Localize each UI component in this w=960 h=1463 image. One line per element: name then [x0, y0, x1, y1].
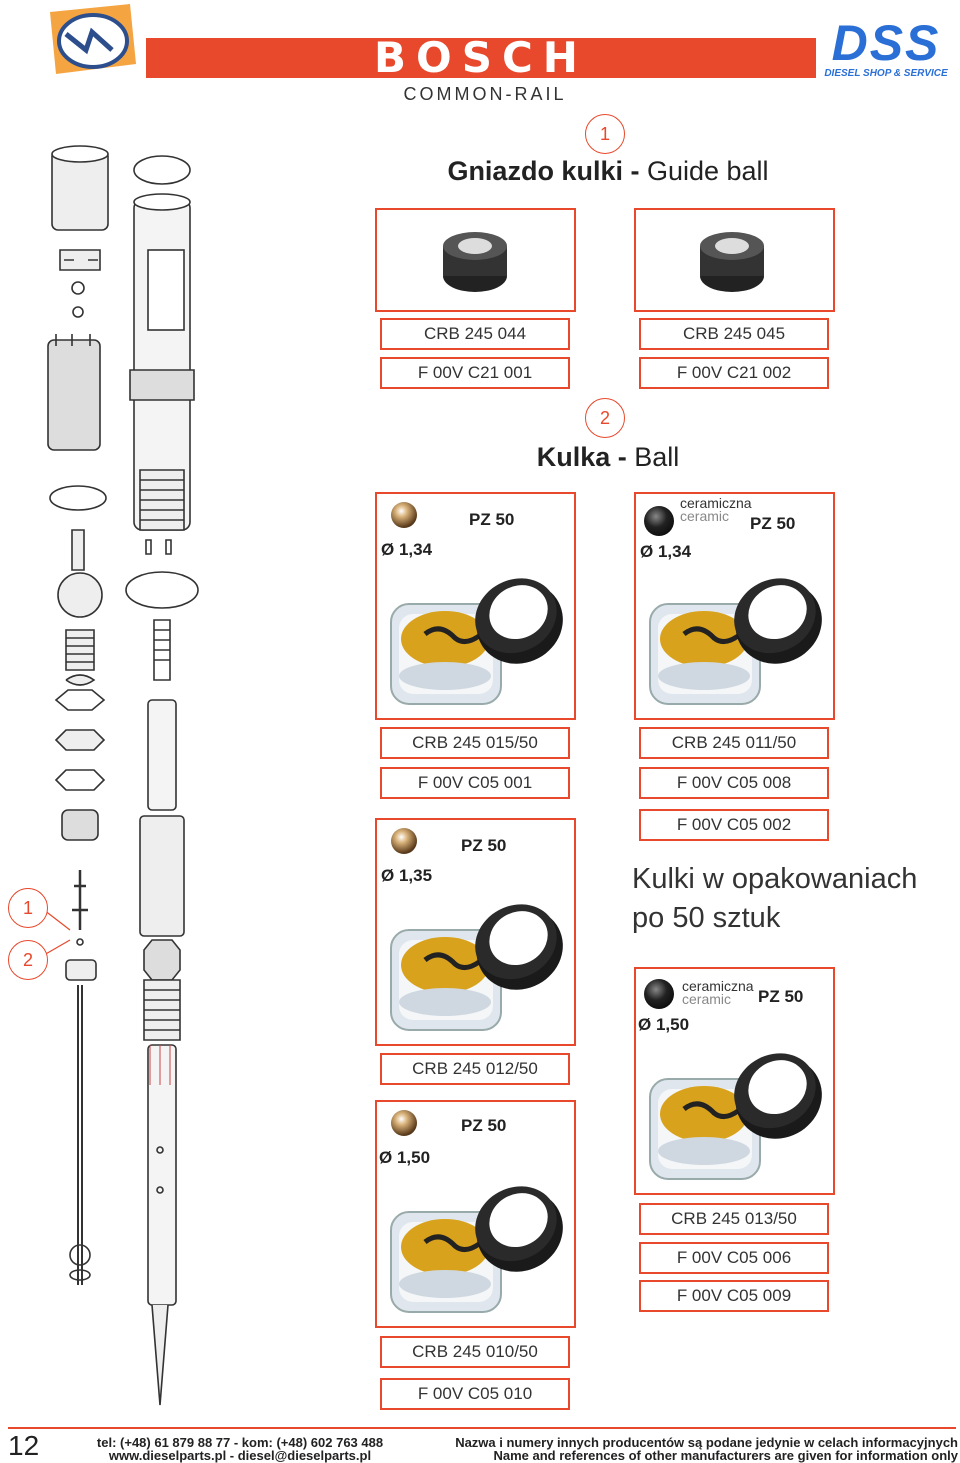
part-code: CRB 245 012/50: [380, 1053, 570, 1085]
packaging-note-line2: po 50 sztuk: [632, 902, 781, 934]
footer-phone: tel: (+48) 61 879 88 77 - kom: (+48) 602…: [96, 1435, 384, 1450]
part-code: CRB 245 015/50: [380, 727, 570, 759]
ball-jar-image: [385, 564, 565, 719]
packaging-note-line1: Kulki w opakowaniach: [632, 863, 918, 895]
ball-diameter: Ø 1,50: [379, 1148, 431, 1167]
dss-logo-text: DSS: [831, 15, 941, 71]
manufacturer-logo: [46, 4, 140, 78]
ball-diameter: Ø 1,35: [381, 866, 433, 885]
ceramic-ball-icon: [644, 979, 674, 1009]
diagram-callout-2: 2: [8, 940, 48, 980]
part-code: CRB 245 010/50: [380, 1336, 570, 1368]
product-image-box: [634, 208, 835, 312]
part-code: CRB 245 045: [639, 318, 829, 350]
footer-web: www.dieselparts.pl - diesel@dieselparts.…: [108, 1448, 372, 1463]
section-number: 1: [585, 114, 625, 154]
part-code: F 00V C21 002: [639, 357, 829, 389]
product-image-box: ceramiczna ceramic PZ 50 Ø 1,34: [634, 492, 835, 720]
part-code: F 00V C05 002: [639, 809, 829, 841]
footer-contact: tel: (+48) 61 879 88 77 - kom: (+48) 602…: [90, 1436, 390, 1462]
section-title-pl: Kulka -: [536, 442, 627, 472]
ball-icon: [391, 502, 417, 528]
part-code: CRB 245 011/50: [639, 727, 829, 759]
ball-jar-image: [644, 564, 824, 719]
dss-logo: DSS DIESEL SHOP & SERVICE: [820, 18, 952, 80]
section-title-pl: Gniazdo kulki -: [447, 156, 640, 186]
section-title-en: Ball: [626, 442, 680, 472]
product-image-box: Ø 1,35 PZ 50: [375, 818, 576, 1046]
footer-divider: [8, 1427, 956, 1429]
part-code: F 00V C21 001: [380, 357, 570, 389]
part-code: F 00V C05 010: [380, 1378, 570, 1410]
dss-tagline: DIESEL SHOP & SERVICE: [824, 68, 948, 79]
disclaimer-en: Name and references of other manufacture…: [493, 1448, 958, 1463]
injector-exploded-diagram: [0, 140, 230, 1420]
ball-jar-image: [385, 890, 565, 1045]
product-image-box: Ø 1,50 PZ 50: [375, 1100, 576, 1328]
section-title: Kulka - Ball: [380, 442, 836, 473]
ball-jar-image: [385, 1172, 565, 1327]
packaging-note: Kulki w opakowaniach po 50 sztuk: [632, 860, 952, 938]
page-number: 12: [8, 1430, 40, 1461]
ball-icon: [391, 828, 417, 854]
ceramic-ball-icon: [644, 506, 674, 536]
part-code: F 00V C05 001: [380, 767, 570, 799]
part-code: F 00V C05 009: [639, 1280, 829, 1312]
ceramic-label-pl: ceramiczna: [680, 495, 752, 511]
part-code: F 00V C05 008: [639, 767, 829, 799]
ceramic-label-en: ceramic: [680, 508, 730, 524]
part-code: CRB 245 013/50: [639, 1203, 829, 1235]
ball-icon: [391, 1110, 417, 1136]
pack-quantity: PZ 50: [758, 987, 804, 1006]
footer-disclaimer: Nazwa i numery innych producentów są pod…: [440, 1436, 958, 1462]
product-image-box: ceramiczna ceramic PZ 50 Ø 1,50: [634, 967, 835, 1195]
pack-quantity: PZ 50: [469, 510, 515, 529]
ceramic-label-en: ceramic: [682, 991, 732, 1007]
part-code: F 00V C05 006: [639, 1242, 829, 1274]
header-bar: [146, 38, 816, 78]
ball-diameter: Ø 1,34: [381, 540, 433, 559]
product-image-box: [375, 208, 576, 312]
product-image-box: Ø 1,34 PZ 50: [375, 492, 576, 720]
section-number: 2: [585, 398, 625, 438]
ball-jar-image: [644, 1039, 824, 1194]
ceramic-label-pl: ceramiczna: [682, 978, 754, 994]
section-title-en: Guide ball: [639, 156, 769, 186]
diagram-callout-1: 1: [8, 888, 48, 928]
brand-subtitle: COMMON-RAIL: [403, 84, 567, 104]
part-code: CRB 245 044: [380, 318, 570, 350]
disclaimer-pl: Nazwa i numery innych producentów są pod…: [455, 1435, 958, 1450]
pack-quantity: PZ 50: [461, 1116, 507, 1135]
ball-diameter: Ø 1,50: [638, 1015, 690, 1034]
ball-diameter: Ø 1,34: [640, 542, 692, 561]
brand-title: BOSCH: [374, 33, 588, 82]
pack-quantity: PZ 50: [750, 514, 796, 533]
pack-quantity: PZ 50: [461, 836, 507, 855]
section-title: Gniazdo kulki - Guide ball: [380, 156, 836, 187]
